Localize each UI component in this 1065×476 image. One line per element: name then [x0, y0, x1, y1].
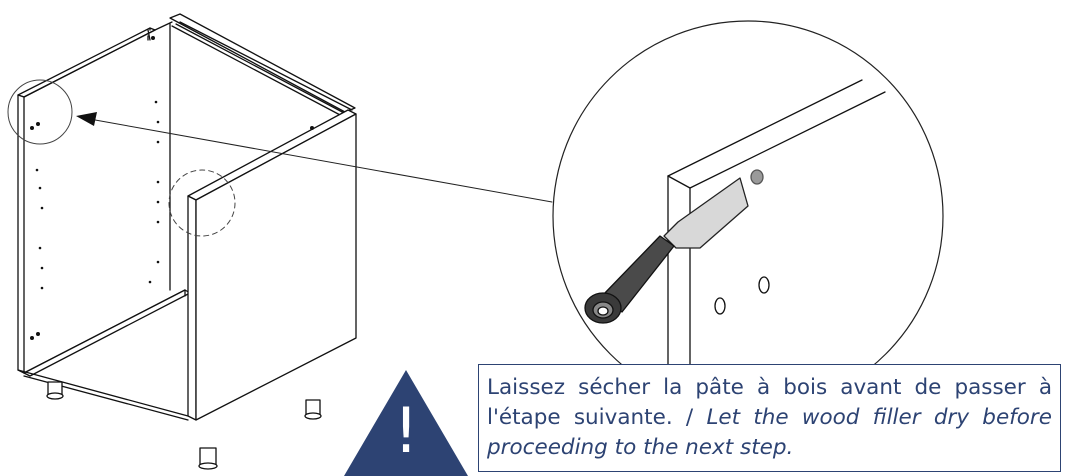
- detail-circle: [7, 79, 73, 145]
- note-separator: /: [672, 405, 707, 430]
- magnified-detail: [552, 20, 944, 412]
- leader-line: [83, 117, 553, 203]
- warning-symbol: !: [394, 394, 419, 467]
- note-english: Let the wood filler dry before proceedin…: [487, 405, 1052, 460]
- shelf-pin-holes: [30, 36, 314, 340]
- note-french: Laissez sécher la pâte à bois avant de p…: [487, 375, 1052, 430]
- instruction-note: Laissez sécher la pâte à bois avant de p…: [478, 364, 1061, 472]
- arrow-head: [76, 112, 97, 126]
- cabinet-drawing: [17, 13, 357, 470]
- dashed-circle: [168, 169, 236, 237]
- warning-triangle-icon: [344, 370, 468, 476]
- putty-knife-icon: [584, 177, 749, 324]
